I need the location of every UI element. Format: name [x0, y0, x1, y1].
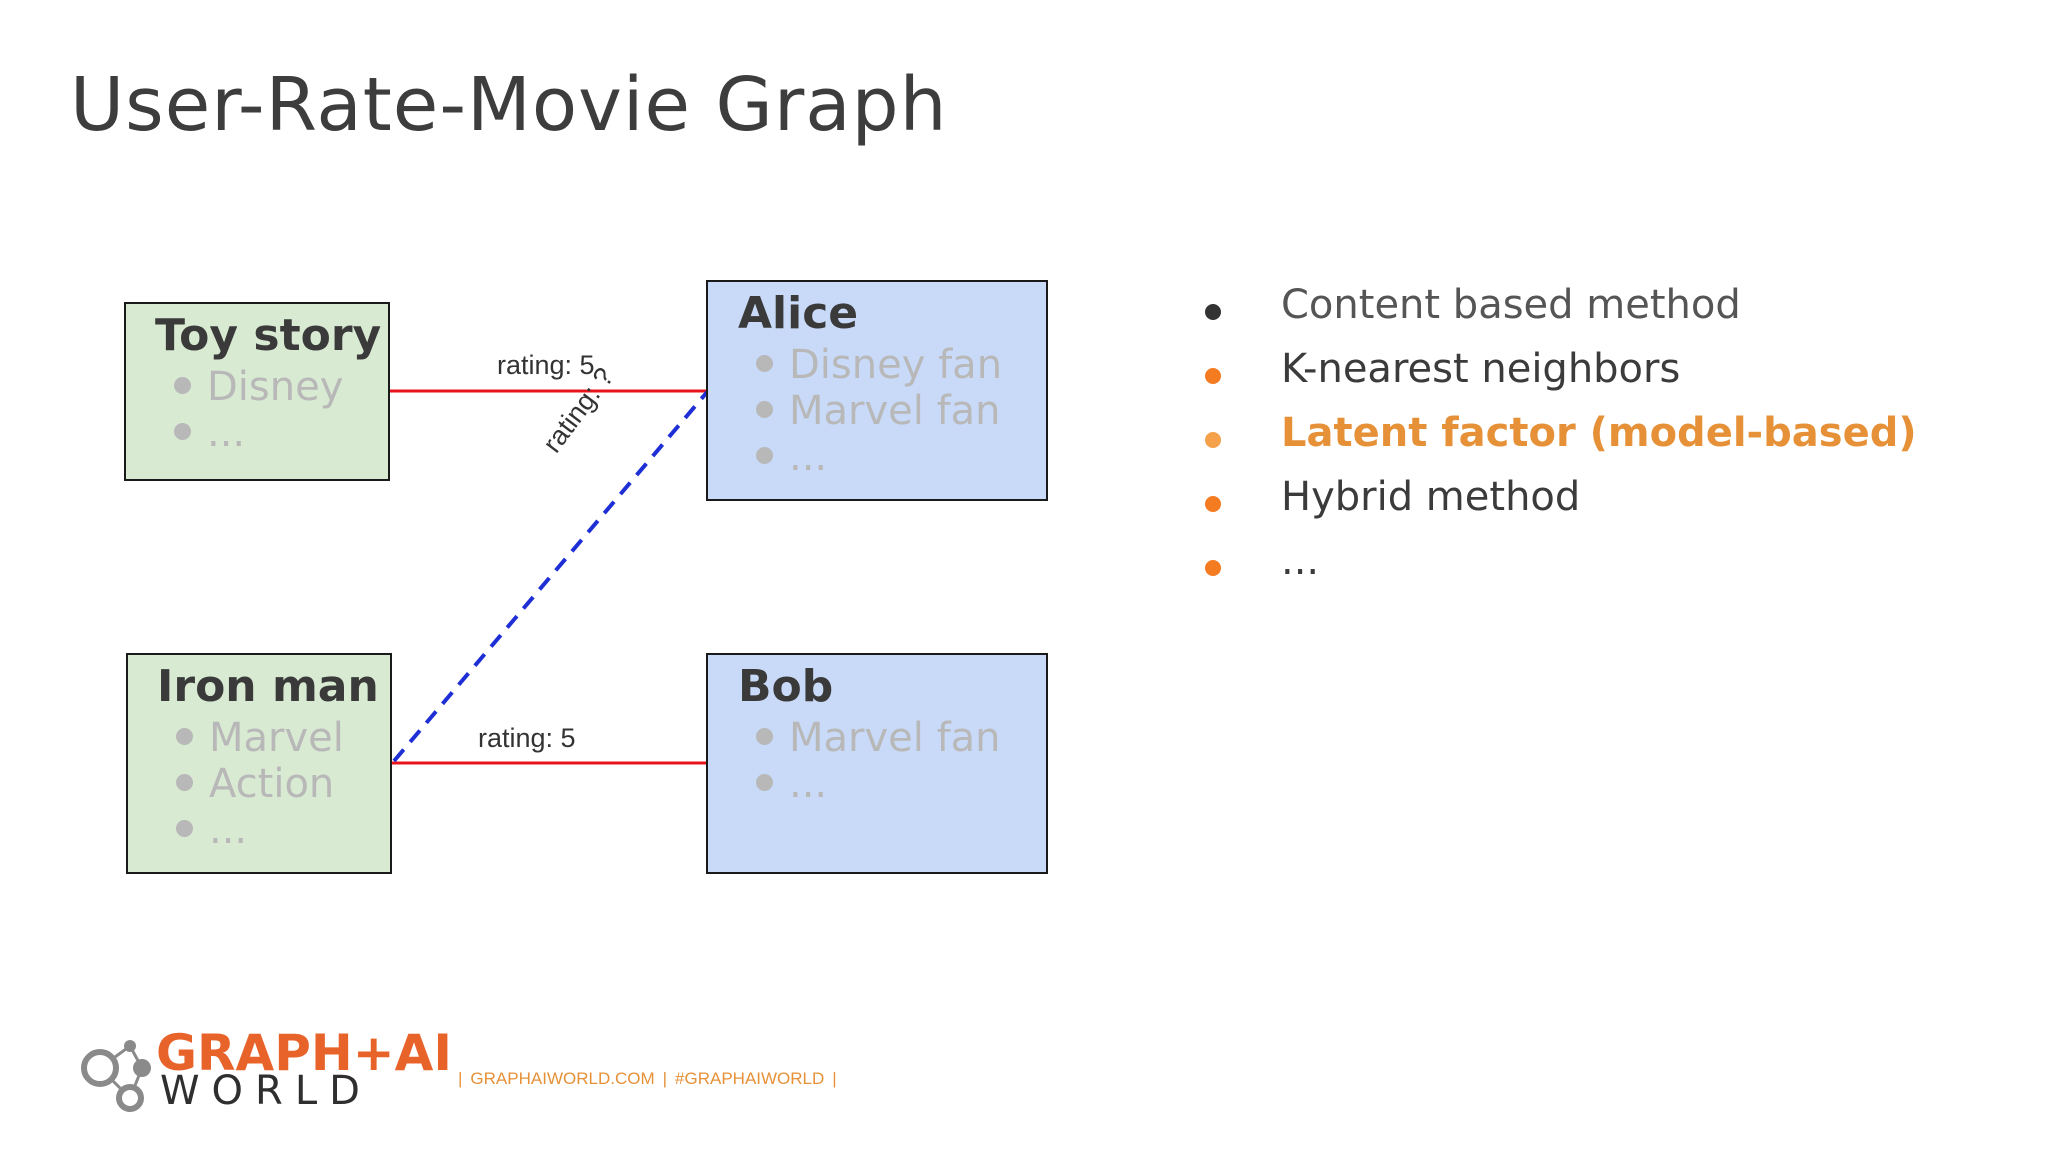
node-alice: Alice Disney fan Marvel fan ...	[706, 280, 1048, 501]
edge-label-iron-man-bob: rating: 5	[478, 723, 576, 753]
divider: |	[832, 1069, 837, 1088]
bullet-dot	[756, 354, 773, 372]
node-attr: Disney	[174, 364, 343, 410]
bullet-dot	[756, 727, 773, 745]
node-title: Iron man	[157, 661, 379, 712]
footer-links: | GRAPHAIWORLD.COM | #GRAPHAIWORLD |	[450, 1069, 845, 1089]
bullet-dot	[176, 773, 193, 791]
bullet-dot	[174, 376, 191, 394]
slide-title: User-Rate-Movie Graph	[70, 62, 948, 148]
bullet-dot	[756, 446, 773, 464]
logo-wordmark-top: GRAPH+AI	[156, 1024, 452, 1082]
node-attr: ...	[176, 807, 247, 853]
bullet-dot	[1205, 304, 1221, 320]
logo-wordmark-bottom: WORLD	[160, 1068, 372, 1114]
node-attr: Marvel fan	[756, 388, 1001, 434]
node-attr: Marvel fan	[756, 715, 1001, 761]
node-title: Alice	[738, 288, 859, 339]
bullet-dot	[1205, 560, 1221, 576]
edge-label-toy-story-alice: rating: 5	[497, 350, 595, 380]
hashtag-link[interactable]: #GRAPHAIWORLD	[675, 1069, 825, 1088]
node-title: Toy story	[155, 310, 382, 361]
graph-molecule-icon	[81, 1040, 151, 1112]
bullet-dot	[1205, 496, 1221, 512]
bullet-dot	[174, 422, 191, 440]
edge-iron-man-alice	[392, 389, 710, 763]
node-attr: ...	[174, 410, 245, 456]
bullet-dot	[756, 773, 773, 791]
bullet-dot	[1205, 368, 1221, 384]
list-item-label: ...	[1281, 538, 1320, 584]
bullet-dot	[1205, 432, 1221, 448]
node-attr: Disney fan	[756, 342, 1002, 388]
node-attr: Marvel	[176, 715, 344, 761]
divider: |	[662, 1069, 668, 1088]
website-link[interactable]: GRAPHAIWORLD.COM	[470, 1069, 655, 1088]
list-item-label: Content based method	[1281, 282, 1741, 328]
list-item-label: K-nearest neighbors	[1281, 346, 1681, 392]
divider: |	[458, 1069, 463, 1088]
bullet-dot	[176, 819, 193, 837]
node-iron-man: Iron man Marvel Action ...	[126, 653, 392, 874]
list-item-label: Hybrid method	[1281, 474, 1581, 520]
node-title: Bob	[738, 661, 834, 712]
node-attr: ...	[756, 761, 827, 807]
node-attr: ...	[756, 434, 827, 480]
node-attr: Action	[176, 761, 334, 807]
node-toy-story: Toy story Disney ...	[124, 302, 390, 481]
node-bob: Bob Marvel fan ...	[706, 653, 1048, 874]
list-item-label: Latent factor (model-based)	[1281, 410, 1917, 456]
bullet-dot	[176, 727, 193, 745]
bullet-dot	[756, 400, 773, 418]
